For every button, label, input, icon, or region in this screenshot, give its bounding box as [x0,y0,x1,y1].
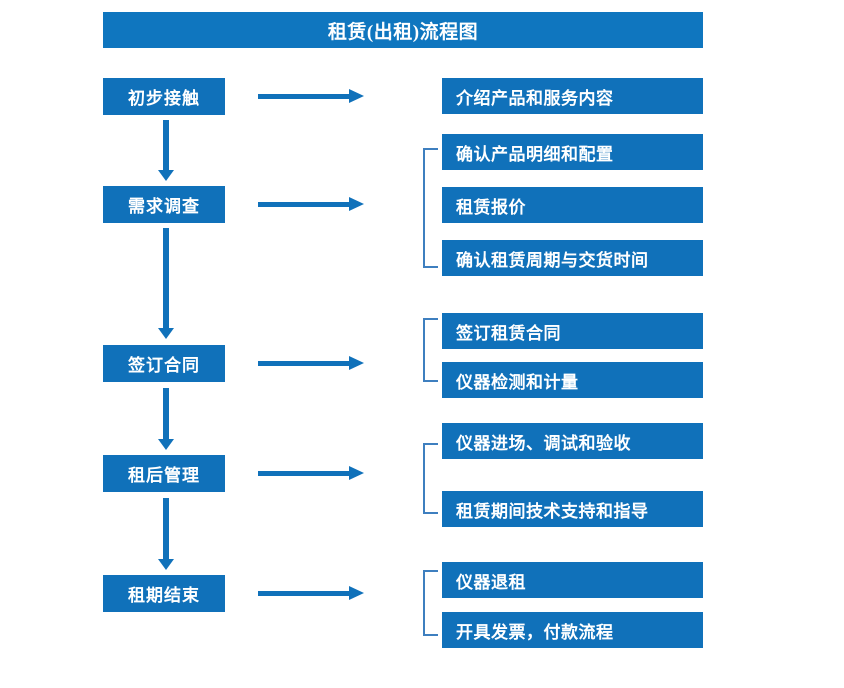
task-box-仪器退租[interactable]: 仪器退租 [442,562,703,598]
task-box-租赁期间技术支持和指导[interactable]: 租赁期间技术支持和指导 [442,491,703,527]
group-bracket-icon-租期结束 [423,570,438,636]
task-box-介绍产品和服务内容[interactable]: 介绍产品和服务内容 [442,78,703,114]
task-box-租赁报价[interactable]: 租赁报价 [442,187,703,223]
vertical-arrow-icon-stage2-stage3 [158,228,174,340]
group-bracket-icon-签订合同 [423,318,438,382]
group-bracket-icon-需求调查 [423,148,438,268]
vertical-arrow-icon-stage1-stage2 [158,120,174,182]
task-box-开具发票付款流程[interactable]: 开具发票，付款流程 [442,612,703,648]
task-box-确认租赁周期与交货时间[interactable]: 确认租赁周期与交货时间 [442,240,703,276]
stage-box-租期结束[interactable]: 租期结束 [103,575,225,612]
horizontal-arrow-icon-stage2 [258,197,364,211]
task-box-签订租赁合同[interactable]: 签订租赁合同 [442,313,703,349]
stage-box-初步接触[interactable]: 初步接触 [103,78,225,115]
stage-box-签订合同[interactable]: 签订合同 [103,345,225,382]
horizontal-arrow-icon-stage4 [258,466,364,480]
task-box-仪器进场调试和验收[interactable]: 仪器进场、调试和验收 [442,423,703,459]
task-box-确认产品明细和配置[interactable]: 确认产品明细和配置 [442,134,703,170]
group-bracket-icon-租后管理 [423,443,438,514]
stage-box-需求调查[interactable]: 需求调查 [103,186,225,223]
vertical-arrow-icon-stage4-stage5 [158,498,174,571]
stage-box-租后管理[interactable]: 租后管理 [103,455,225,492]
horizontal-arrow-icon-stage3 [258,356,364,370]
task-box-仪器检测和计量[interactable]: 仪器检测和计量 [442,362,703,398]
vertical-arrow-icon-stage3-stage4 [158,388,174,451]
horizontal-arrow-icon-stage5 [258,586,364,600]
horizontal-arrow-icon-stage1 [258,89,364,103]
diagram-title: 租赁(出租)流程图 [103,12,703,48]
